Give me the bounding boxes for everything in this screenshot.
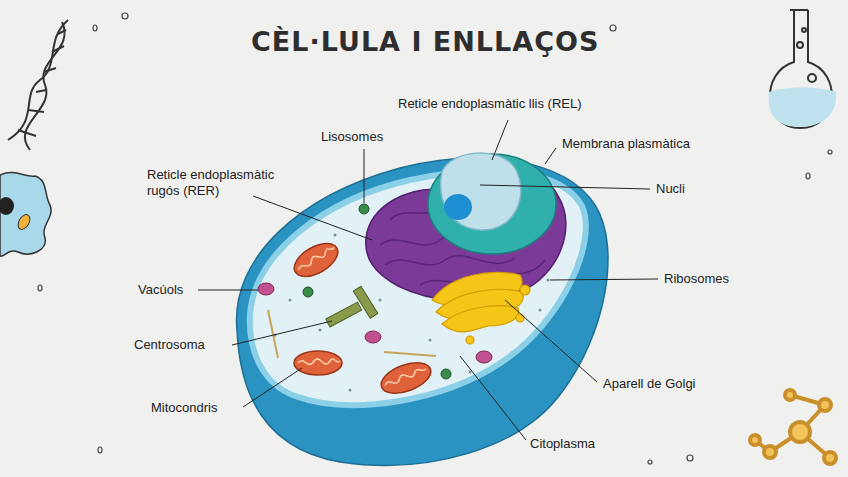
flask-liquid bbox=[769, 88, 837, 128]
leader-line bbox=[505, 300, 597, 382]
lysosome bbox=[441, 369, 451, 379]
bubble bbox=[808, 74, 816, 82]
ribosome bbox=[289, 299, 292, 302]
dot bbox=[122, 13, 128, 19]
filament bbox=[384, 352, 436, 356]
dot bbox=[93, 25, 97, 31]
dna-helix bbox=[8, 20, 68, 150]
molecule bbox=[750, 390, 836, 464]
bubble bbox=[797, 42, 803, 48]
leader-line bbox=[545, 148, 556, 164]
golgi-vesicle bbox=[466, 336, 474, 344]
dot bbox=[828, 150, 832, 154]
part-label: Lisosomes bbox=[321, 129, 383, 145]
flask bbox=[769, 10, 837, 128]
dot bbox=[38, 285, 42, 291]
lysosome bbox=[359, 204, 369, 214]
microbe-nucleus bbox=[0, 197, 14, 215]
bubble bbox=[802, 28, 806, 32]
vacuole bbox=[258, 283, 274, 295]
mitochondrion bbox=[294, 351, 342, 375]
microbe-organelle bbox=[16, 213, 33, 232]
leader-line bbox=[550, 279, 658, 280]
leader-line bbox=[492, 120, 508, 160]
ribosome bbox=[319, 329, 322, 332]
nucleus bbox=[441, 153, 521, 230]
golgi-sac bbox=[442, 306, 519, 332]
part-label: Vacúols bbox=[138, 282, 183, 298]
dna-strand bbox=[25, 22, 65, 150]
vacuole bbox=[476, 351, 492, 363]
ribosome bbox=[469, 371, 472, 374]
nucleolus bbox=[444, 194, 472, 220]
part-label: Membrana plasmàtica bbox=[562, 136, 690, 152]
dot bbox=[687, 455, 693, 461]
leader-line bbox=[364, 149, 365, 203]
golgi-apparatus bbox=[432, 272, 530, 344]
leader-line bbox=[243, 368, 302, 407]
dot bbox=[648, 460, 652, 464]
vacuoles bbox=[258, 283, 492, 363]
centrosome bbox=[326, 286, 378, 327]
atom bbox=[824, 452, 836, 464]
centriole bbox=[326, 302, 362, 327]
ribosome bbox=[379, 299, 382, 302]
part-label: Centrosoma bbox=[134, 337, 205, 353]
mitochondrion bbox=[377, 357, 435, 399]
microbe bbox=[0, 172, 51, 256]
part-label: Aparell de Golgi bbox=[603, 376, 696, 392]
atom bbox=[790, 422, 810, 442]
part-label: Nucli bbox=[656, 181, 685, 197]
ribosome bbox=[334, 234, 337, 237]
dna-strand bbox=[8, 20, 68, 140]
dot bbox=[806, 173, 810, 179]
vacuole bbox=[365, 331, 381, 343]
mitochondria bbox=[289, 237, 435, 399]
ribosome bbox=[547, 279, 550, 282]
ribosome bbox=[539, 309, 542, 312]
mitochondrion bbox=[289, 237, 344, 284]
leader-line bbox=[232, 321, 332, 345]
leader-line bbox=[460, 356, 526, 440]
dot bbox=[610, 25, 616, 31]
part-label: Ribosomes bbox=[664, 271, 729, 287]
leader-line bbox=[198, 290, 258, 291]
atom bbox=[764, 446, 776, 458]
lysosome bbox=[303, 287, 313, 297]
golgi-vesicle bbox=[520, 285, 530, 295]
dna-rungs bbox=[18, 30, 66, 136]
filaments bbox=[268, 310, 436, 358]
ribosome bbox=[429, 339, 432, 342]
centriole bbox=[353, 286, 378, 318]
atom bbox=[785, 390, 795, 400]
dot bbox=[98, 447, 102, 453]
atom bbox=[819, 399, 831, 411]
lysosomes bbox=[303, 204, 451, 379]
leader-line bbox=[253, 196, 372, 240]
title: CÈL·LULA I ENLLAÇOS bbox=[251, 26, 599, 57]
atom bbox=[750, 435, 760, 445]
part-label: Reticle endoplasmàtic llis (REL) bbox=[398, 96, 582, 112]
leader-line bbox=[480, 185, 650, 189]
part-label: Reticle endoplasmàtic rugós (RER) bbox=[147, 167, 285, 199]
part-label: Mitocondris bbox=[151, 400, 217, 416]
part-label: Citoplasma bbox=[530, 436, 595, 452]
fold bbox=[385, 256, 515, 265]
ribosome bbox=[349, 389, 352, 392]
